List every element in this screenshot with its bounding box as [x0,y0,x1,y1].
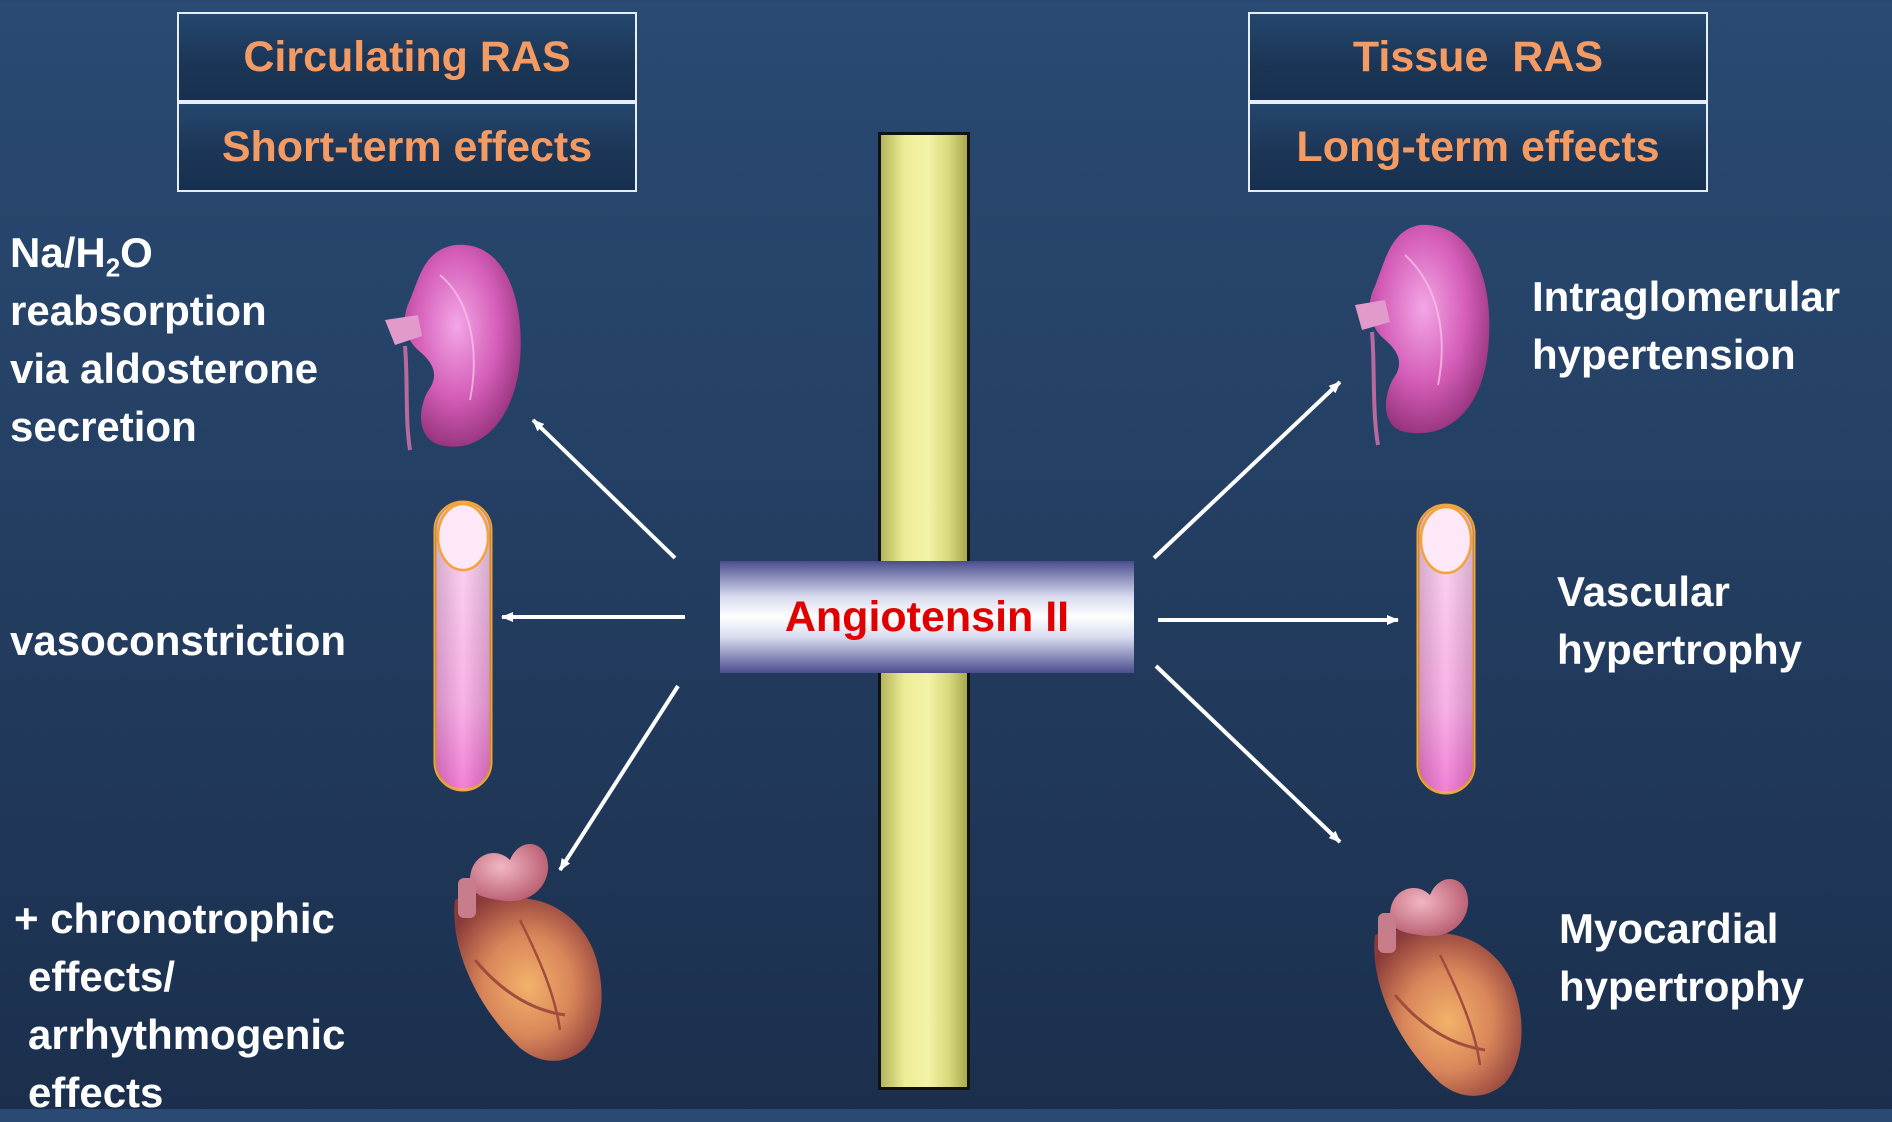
arrow-to-left-heart [560,686,678,870]
kidney-icon-left [385,245,521,450]
label-myocardial-hypertrophy: Myocardial hypertrophy [1559,900,1804,1016]
arrow-to-right-kidney [1154,382,1340,558]
arrows [502,382,1398,870]
blood-vessel-icon-left [435,502,491,790]
heart-icon-left [454,844,601,1061]
na-h2o-line: Na/H2O [10,224,318,282]
blood-vessel-icon-right [1418,505,1474,793]
heart-icon-right [1374,879,1521,1096]
label-chronotrophic-effects: + chronotrophic effects/ arrhythmogenic … [14,890,345,1122]
kidney-icon-right [1355,225,1489,445]
label-vasoconstriction: vasoconstriction [10,612,346,670]
arrow-to-left-kidney [533,420,675,558]
label-na-h2o-reabsorption: Na/H2O reabsorption via aldosterone secr… [10,224,318,456]
label-vascular-hypertrophy: Vascular hypertrophy [1557,563,1802,679]
label-intraglomerular-hypertension: Intraglomerular hypertension [1532,268,1840,384]
arrow-to-right-heart [1156,666,1340,842]
